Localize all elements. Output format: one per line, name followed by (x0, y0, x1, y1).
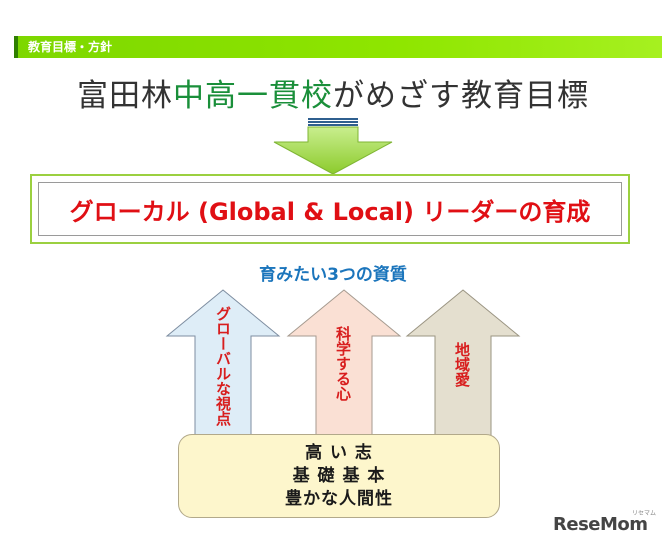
qualities-heading: 育みたい3つの資質 (259, 265, 407, 285)
quality-label-science: 科学する心 (334, 326, 352, 401)
quality-label-community: 地域愛 (453, 342, 471, 387)
quality-label-global: グローバルな視点 (214, 306, 232, 426)
header-notch (14, 36, 18, 58)
logo-text: ReseMom (553, 514, 648, 535)
foundation-line-humanity: 豊かな人間性 (285, 488, 393, 509)
foundation-line-basics: 基 礎 基 本 (292, 465, 386, 486)
section-header-bar: 教育目標・方針 (14, 36, 662, 58)
education-goal-box: グローカル (Global & Local) リーダーの育成 (30, 174, 630, 244)
goal-inner-frame: グローカル (Global & Local) リーダーの育成 (38, 182, 622, 236)
foundation-box: 高 い 志 基 礎 基 本 豊かな人間性 (178, 434, 500, 518)
title-accent: 中高一貫校 (173, 78, 333, 114)
foundation-line-aspiration: 高 い 志 (305, 442, 373, 463)
page-title: 富田林中高一貫校がめざす教育目標 (0, 70, 666, 115)
resemom-logo: ReseMom (553, 514, 648, 535)
title-suffix: がめざす教育目標 (333, 78, 589, 114)
logo-subtext: リセマム (632, 510, 657, 517)
down-arrow-icon (270, 118, 396, 180)
goal-text: グローカル (Global & Local) リーダーの育成 (69, 197, 591, 226)
title-prefix: 富田林 (77, 78, 173, 114)
section-header-label: 教育目標・方針 (28, 40, 113, 54)
